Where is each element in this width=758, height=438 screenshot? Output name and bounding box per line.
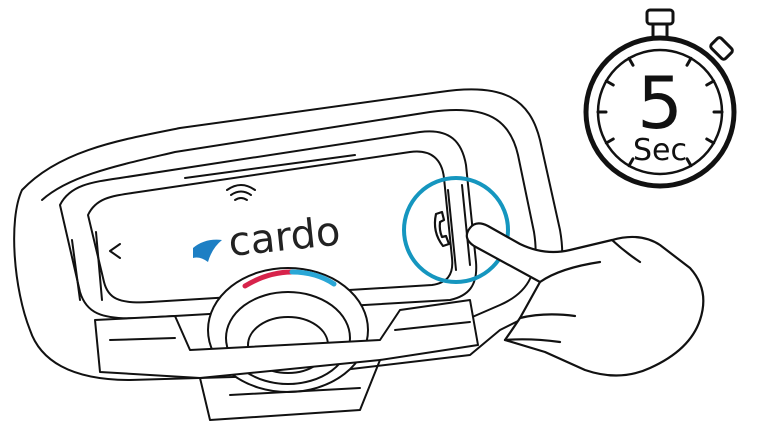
mounting-rail bbox=[229, 387, 361, 396]
mounting-clip bbox=[94, 299, 479, 379]
wifi-icon bbox=[226, 184, 256, 201]
phone-icon bbox=[433, 210, 451, 248]
top-ridge bbox=[184, 154, 356, 179]
stopwatch-ticks bbox=[596, 56, 724, 168]
stopwatch-tick bbox=[604, 137, 615, 145]
mounting-clip-line bbox=[109, 337, 176, 341]
timer-number: 5 bbox=[637, 61, 683, 145]
device-front-panel bbox=[59, 130, 478, 320]
left-button-slot bbox=[71, 239, 81, 301]
timer-unit: Sec bbox=[633, 133, 687, 168]
stopwatch-tick bbox=[627, 157, 635, 168]
stopwatch-tick bbox=[705, 137, 716, 145]
cardo-logo-icon bbox=[193, 239, 222, 262]
stopwatch-crown bbox=[645, 8, 675, 26]
chevron-left-icon bbox=[109, 243, 121, 259]
right-button-slot bbox=[447, 189, 457, 271]
jog-dial-inner bbox=[225, 291, 351, 385]
left-button-slot-inner bbox=[95, 231, 103, 301]
stopwatch-side-button bbox=[709, 36, 734, 61]
button-highlight-ring bbox=[402, 176, 510, 284]
stopwatch-tick bbox=[685, 157, 693, 168]
device-recessed-panel bbox=[87, 150, 454, 304]
mounting-clip-line-right bbox=[394, 321, 471, 331]
right-button-slot-inner bbox=[461, 184, 471, 266]
intercom-device bbox=[13, 88, 564, 421]
dial-accent-red bbox=[242, 269, 295, 289]
dial-accent-blue bbox=[289, 269, 337, 287]
stopwatch-tick bbox=[685, 56, 693, 67]
stopwatch-tick bbox=[604, 79, 615, 87]
stopwatch-tick bbox=[705, 79, 716, 87]
mounting-clip-bottom bbox=[199, 359, 381, 421]
stopwatch-tick bbox=[627, 56, 635, 67]
hand-icon bbox=[465, 222, 705, 377]
